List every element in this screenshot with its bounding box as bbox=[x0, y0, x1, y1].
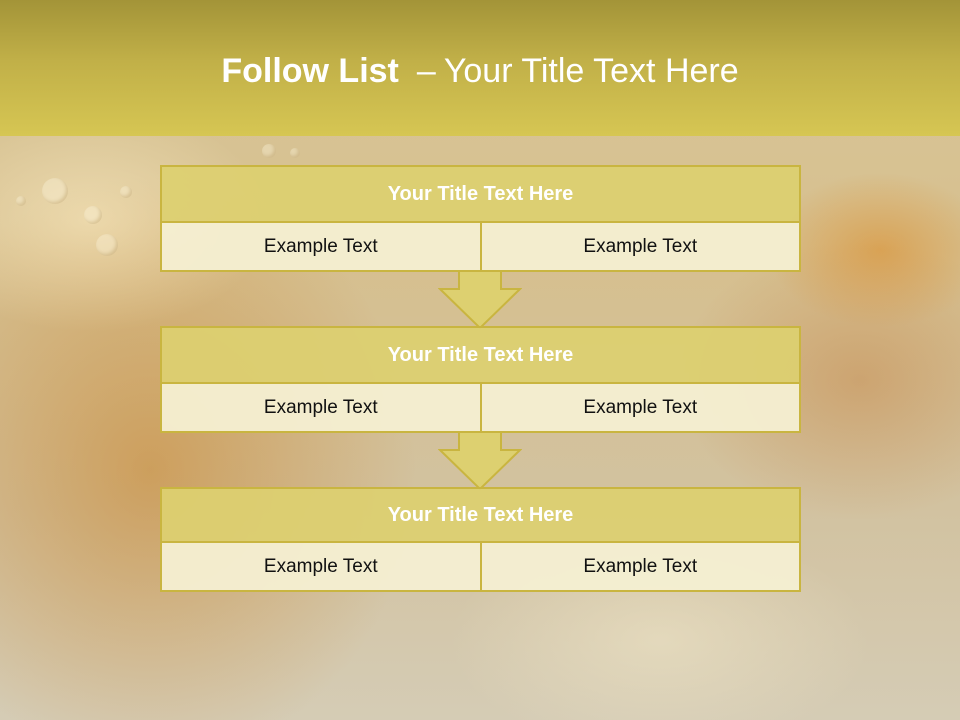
title-separator: – bbox=[416, 52, 436, 90]
block-cell-left: Example Text bbox=[162, 384, 480, 431]
block-header: Your Title Text Here bbox=[160, 487, 801, 543]
title-rest: Your Title Text Here bbox=[443, 52, 739, 90]
block-cell-right: Example Text bbox=[479, 384, 799, 431]
block-cell-left: Example Text bbox=[162, 543, 480, 590]
block-cell-right: Example Text bbox=[479, 223, 799, 270]
foam-bubble bbox=[120, 186, 132, 198]
foam-bubble bbox=[16, 196, 26, 206]
block-header: Your Title Text Here bbox=[160, 326, 801, 384]
block-row: Example Text Example Text bbox=[160, 223, 801, 272]
list-block-3: Your Title Text Here Example Text Exampl… bbox=[160, 487, 801, 592]
block-cell-right: Example Text bbox=[479, 543, 799, 590]
list-block-1: Your Title Text Here Example Text Exampl… bbox=[160, 165, 801, 272]
list-block-2: Your Title Text Here Example Text Exampl… bbox=[160, 326, 801, 433]
block-header: Your Title Text Here bbox=[160, 165, 801, 223]
down-arrow-icon bbox=[438, 270, 522, 330]
slide-title: Follow List–Your Title Text Here bbox=[0, 52, 960, 91]
block-cell-left: Example Text bbox=[162, 223, 480, 270]
down-arrow-icon bbox=[438, 431, 522, 491]
foam-bubble bbox=[96, 234, 118, 256]
foam-bubble bbox=[262, 144, 276, 158]
foam-bubble bbox=[290, 148, 300, 158]
foam-bubble bbox=[84, 206, 102, 224]
title-bar bbox=[0, 0, 960, 136]
title-bold: Follow List bbox=[221, 52, 399, 90]
block-row: Example Text Example Text bbox=[160, 384, 801, 433]
foam-bubble bbox=[42, 178, 68, 204]
block-row: Example Text Example Text bbox=[160, 543, 801, 592]
